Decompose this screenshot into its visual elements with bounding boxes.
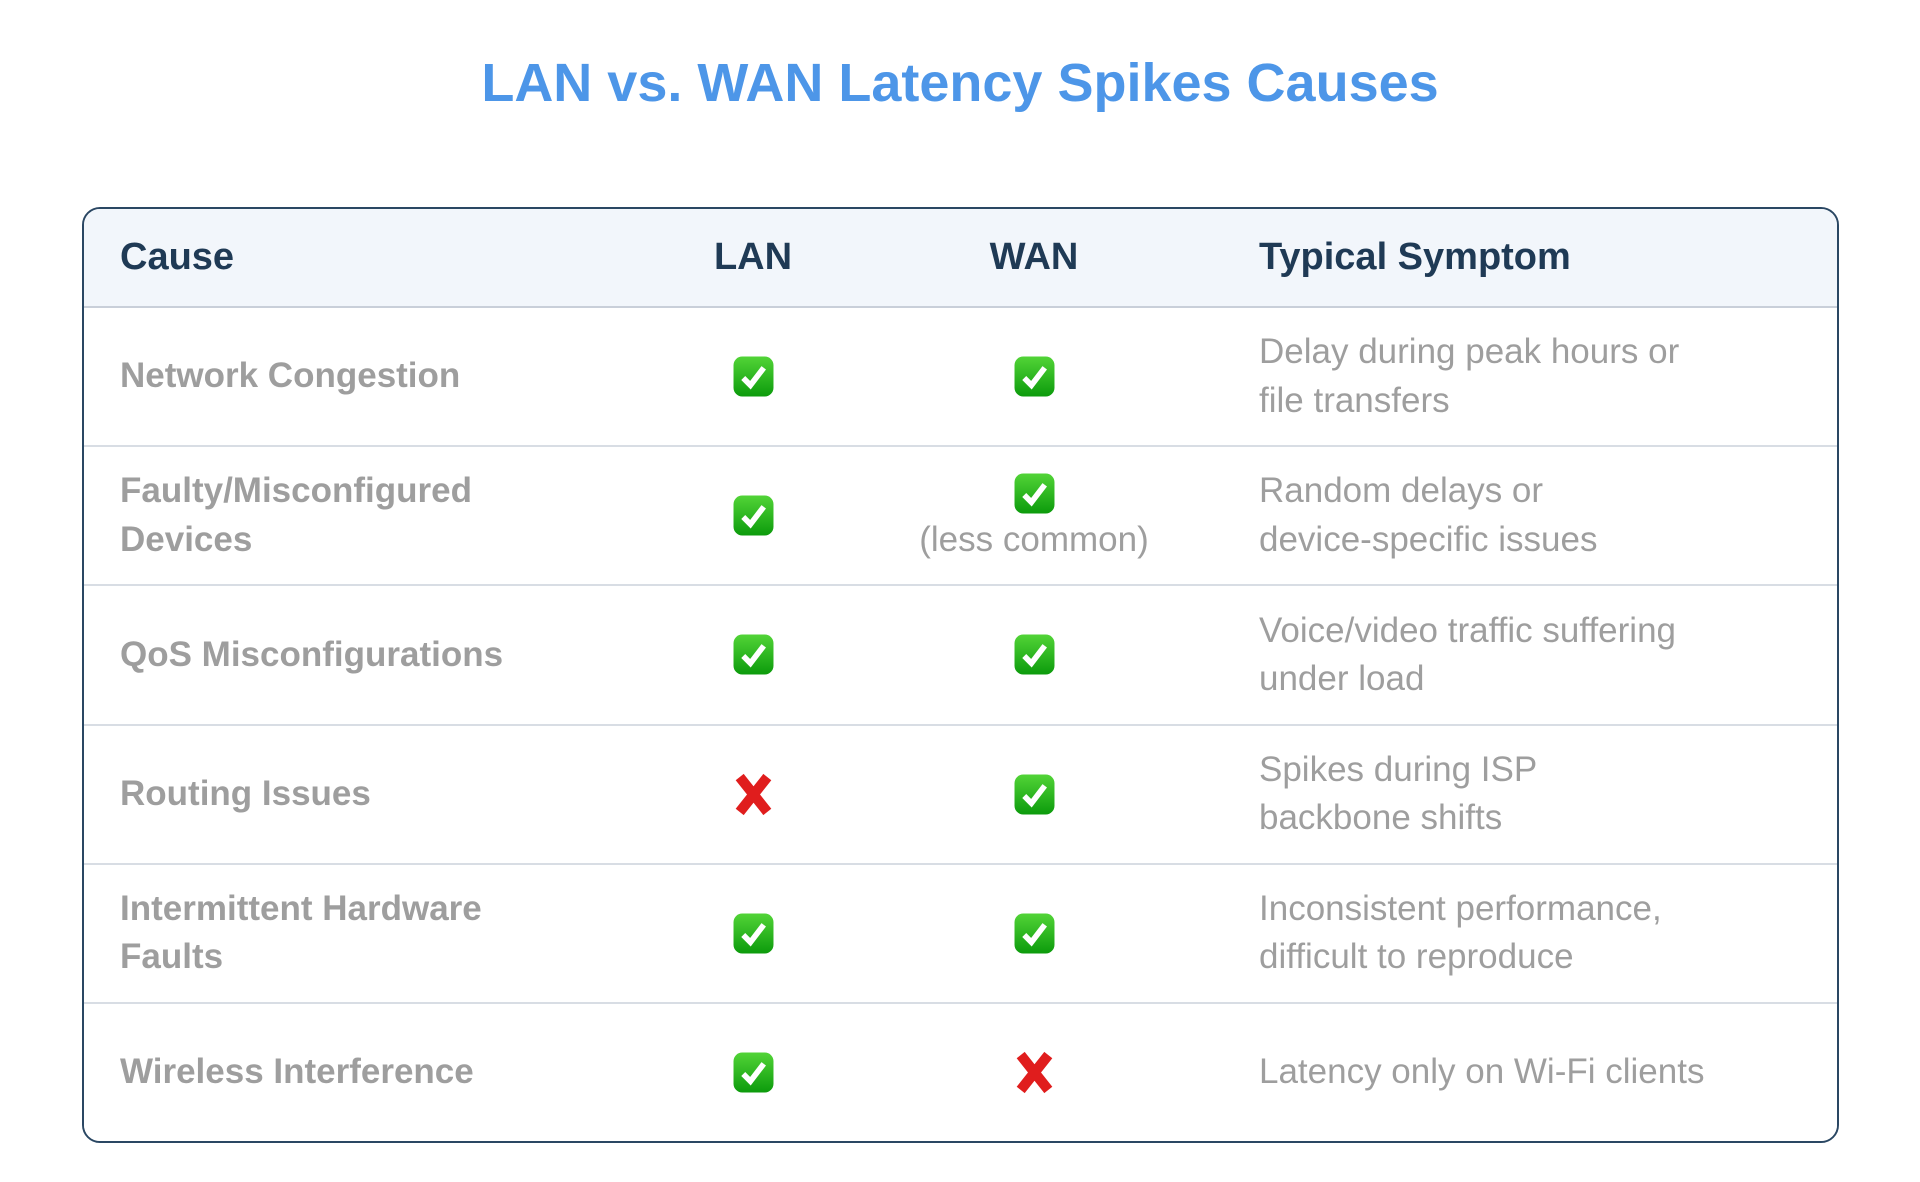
table-row: Routing Issues Spikes during ISP backbone …	[84, 723, 1837, 863]
text-line: QoS Misconfigurations	[120, 634, 504, 674]
wan-note-text: (less common)	[919, 519, 1149, 559]
text-line: difficult to reproduce	[1259, 937, 1574, 977]
check-icon	[1014, 356, 1054, 397]
check-icon	[1014, 634, 1054, 675]
text-line: Wireless Interference	[120, 1052, 474, 1092]
text-line: under load	[1259, 658, 1425, 698]
column-header-typical-symptom: Typical Symptom	[1259, 236, 1571, 278]
text-line: Voice/video traffic suffering	[1259, 610, 1677, 650]
wan-cell: (less common)	[884, 473, 1184, 560]
lan-cell	[622, 772, 884, 817]
text-line: device-specific issues	[1259, 519, 1598, 559]
check-icon	[733, 495, 773, 536]
table-header-row: Cause LAN WAN Typical Symptom	[84, 209, 1837, 308]
text-line: file transfers	[1259, 380, 1450, 420]
text-line: Spikes during ISP	[1259, 749, 1538, 789]
column-header-cause: Cause	[120, 236, 235, 278]
text-line: Delay during peak hours or	[1259, 332, 1680, 372]
text-line: Random delays or	[1259, 471, 1544, 511]
comparison-table: Cause LAN WAN Typical Symptom Network Co…	[82, 207, 1839, 1143]
text-line: Devices	[120, 519, 253, 559]
text-line: Faulty/Misconfigured	[120, 471, 472, 511]
table-body: Network Congestion Delay during peak hour…	[84, 308, 1837, 1141]
lan-cell	[622, 356, 884, 397]
check-icon	[733, 1052, 773, 1093]
cause-text: Network Congestion	[84, 352, 622, 400]
wan-cell	[884, 913, 1184, 954]
symptom-text: Inconsistent performance, difficult to re…	[1184, 885, 1837, 982]
check-icon	[733, 356, 773, 397]
cross-icon	[1016, 1051, 1052, 1094]
text-line: Faults	[120, 937, 224, 977]
symptom-text: Latency only on Wi-Fi clients	[1184, 1048, 1837, 1096]
cross-icon	[735, 773, 771, 815]
lan-cell	[622, 1052, 884, 1093]
text-line: Network Congestion	[120, 356, 461, 396]
wan-cell	[884, 1050, 1184, 1095]
text-line: Routing Issues	[120, 773, 371, 813]
text-line: Inconsistent performance,	[1259, 888, 1662, 928]
check-icon	[1014, 774, 1054, 815]
symptom-text: Voice/video traffic suffering under load	[1184, 607, 1837, 704]
check-icon	[1014, 473, 1054, 513]
cause-text: Wireless Interference	[84, 1048, 622, 1096]
text-line: Latency only on Wi-Fi clients	[1259, 1052, 1705, 1092]
lan-cell	[622, 634, 884, 675]
symptom-text: Delay during peak hours or file transfers	[1184, 328, 1837, 425]
text-line: backbone shifts	[1259, 798, 1503, 838]
lan-cell	[622, 495, 884, 536]
column-header-wan: WAN	[989, 236, 1079, 278]
lan-cell	[622, 913, 884, 954]
check-icon	[733, 913, 773, 954]
page-title: LAN vs. WAN Latency Spikes Causes	[481, 53, 1439, 113]
column-header-lan: LAN	[713, 236, 793, 278]
text-line: Intermittent Hardware	[120, 888, 482, 928]
table-row: Wireless Interference Latency only on Wi-…	[84, 1001, 1837, 1141]
symptom-text: Spikes during ISP backbone shifts	[1184, 746, 1837, 843]
cause-text: QoS Misconfigurations	[84, 631, 622, 679]
wan-cell	[884, 774, 1184, 815]
check-icon	[733, 634, 773, 675]
table-row: QoS Misconfigurations Voice/video traffic…	[84, 584, 1837, 724]
symptom-text: Random delays or device-specific issues	[1184, 467, 1837, 564]
check-icon	[1014, 913, 1054, 954]
wan-cell	[884, 356, 1184, 397]
cause-text: Routing Issues	[84, 770, 622, 818]
table-row: Network Congestion Delay during peak hour…	[84, 308, 1837, 446]
wan-cell	[884, 634, 1184, 675]
